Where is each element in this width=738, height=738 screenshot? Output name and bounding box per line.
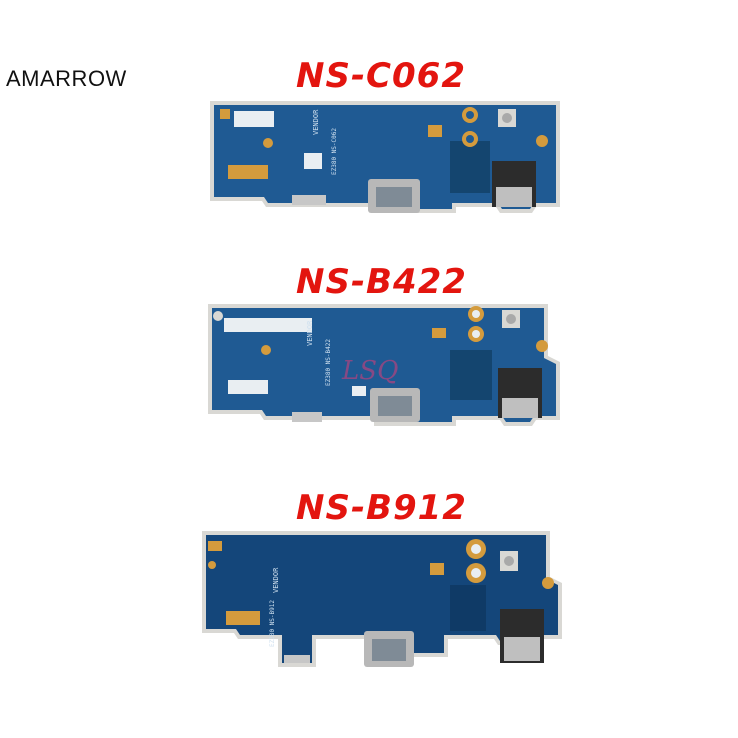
board-2-marking: EZ380 NS-B422 — [325, 339, 332, 386]
board-1-marking: EZ380 NS-C062 — [331, 128, 338, 175]
board-3-model-label: NS-B912 — [296, 488, 467, 528]
board-2-model-label: NS-B422 — [296, 262, 467, 302]
board-1-silk-text: VENDOR — [312, 109, 320, 135]
board-1-model-label: NS-C062 — [296, 56, 466, 96]
brand-text: AMARROW — [6, 66, 127, 91]
board-2-pcb: VENDOR EZ380 NS-B422 — [208, 304, 560, 426]
board-3-silk-text: VENDOR — [272, 567, 280, 593]
board-2-silk-text: VENDOR — [306, 320, 314, 346]
watermark: LSQ — [342, 356, 399, 386]
board-3-pcb: VENDOR EZ380 NS-B912 — [202, 531, 562, 667]
board-3-marking: EZ380 NS-B912 — [269, 600, 276, 647]
board-1-pcb: VENDOR EZ380 NS-C062 — [210, 101, 560, 213]
